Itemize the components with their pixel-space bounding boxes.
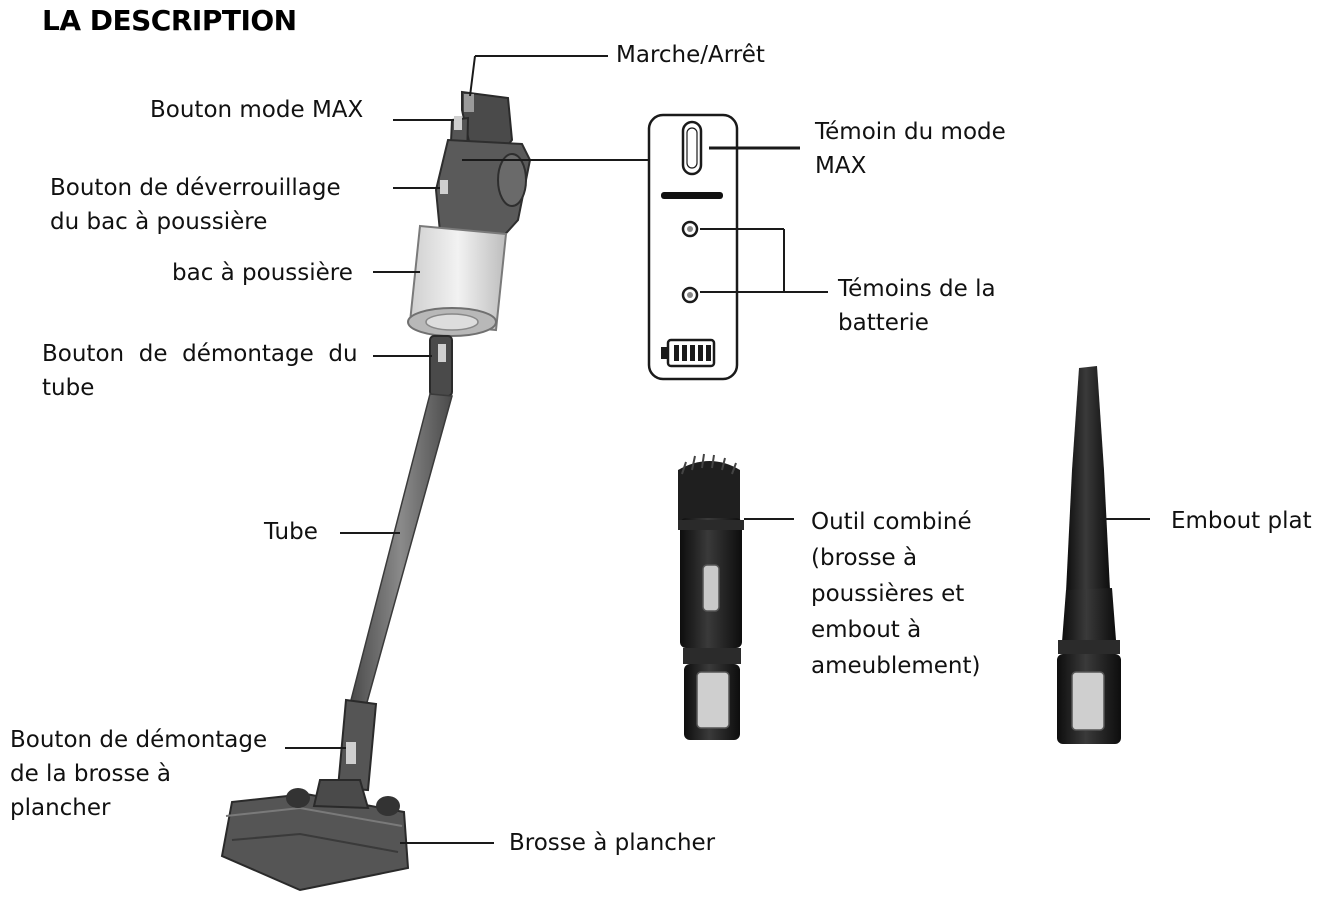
vacuum-lower-connector <box>336 698 378 792</box>
vacuum-brush-release-button <box>346 742 356 764</box>
label-floor-brush: Brosse à plancher <box>509 830 716 856</box>
page-title: LA DESCRIPTION <box>42 4 297 37</box>
label-power-button: Marche/Arrêt <box>616 42 765 68</box>
max-mode-indicator-light <box>681 120 703 176</box>
label-max-button: Bouton mode MAX <box>150 97 364 123</box>
control-panel-outline <box>647 113 739 381</box>
leader-lines <box>285 55 1150 844</box>
vacuum-wheel-left <box>286 788 310 808</box>
label-battery-indicators: Témoins de la batterie <box>838 276 996 336</box>
battery-indicator-light-2 <box>681 286 699 304</box>
vacuum-power-button <box>464 94 474 112</box>
vacuum-dust-bin <box>408 224 508 332</box>
label-dust-bin: bac à poussière <box>172 260 353 286</box>
battery-icon <box>661 338 716 368</box>
vacuum-wheel-right <box>376 796 400 816</box>
crevice-tool-shaft <box>1066 366 1110 592</box>
label-tube-release-button: Bouton de démontage du tube <box>42 341 358 401</box>
vacuum-motor-cap <box>497 153 527 207</box>
combo-tool-bristles <box>678 461 740 520</box>
label-crevice-tool: Embout plat <box>1171 508 1312 534</box>
combo-tool-release-button <box>696 671 730 729</box>
vacuum-illustration <box>220 90 532 892</box>
combination-tool-illustration <box>678 453 744 740</box>
vacuum-tube <box>349 393 453 707</box>
label-max-indicator: Témoin du mode MAX <box>815 119 1006 179</box>
crevice-tool-illustration <box>1057 366 1121 744</box>
label-brush-release-button: Bouton de démontage de la brosse à planc… <box>10 727 268 821</box>
combo-tool-latch <box>702 564 720 612</box>
label-bin-unlock-button: Bouton de déverrouillage du bac à poussi… <box>50 175 341 235</box>
label-combination-tool: Outil combiné (brosse à poussières et em… <box>811 509 981 679</box>
panel-divider-bar <box>661 192 723 199</box>
crevice-tool-release-button <box>1071 671 1105 731</box>
control-panel-illustration <box>647 113 739 381</box>
label-tube: Tube <box>264 519 318 545</box>
vacuum-bin-release-button <box>440 180 448 194</box>
vacuum-tube-release-button <box>438 344 446 362</box>
vacuum-max-button <box>454 116 462 130</box>
battery-indicator-light-1 <box>681 220 699 238</box>
